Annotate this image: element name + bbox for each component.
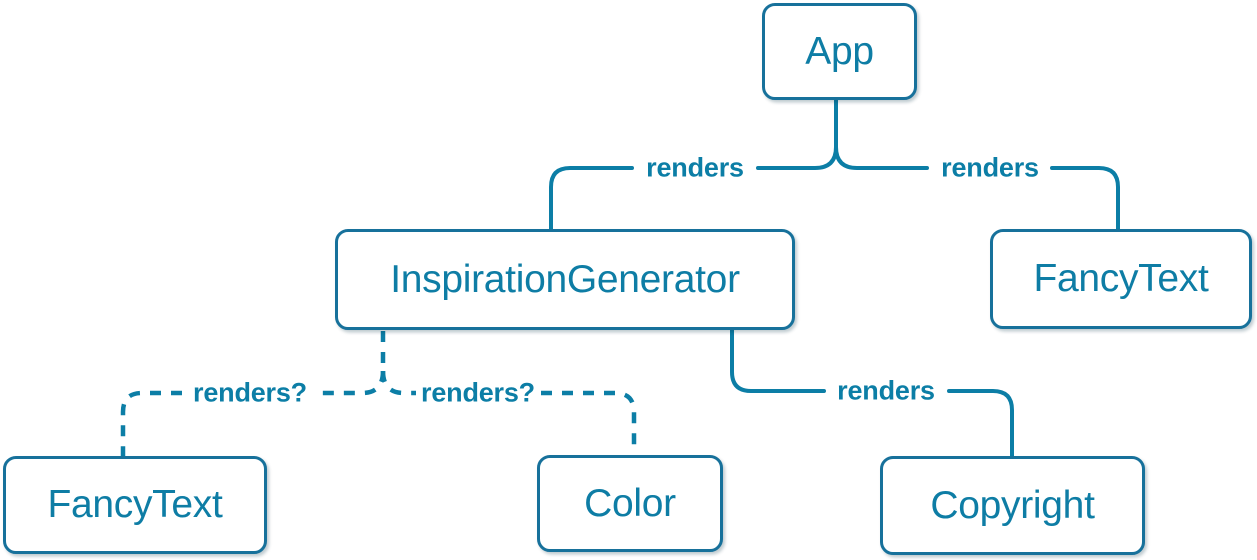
- edge-label-renders-app-inspirationgenerator: renders: [646, 152, 744, 183]
- edge-label-renders-app-fancytext: renders: [941, 152, 1039, 183]
- node-copyright: Copyright: [880, 456, 1145, 555]
- edge-inspirationgenerator-to-color-dashed-line: [380, 370, 637, 452]
- edge-label-renders-q-color: renders?: [421, 377, 535, 408]
- edge-inspirationgenerator-to-copyright-line: [730, 328, 1014, 458]
- node-fancy-text-top: FancyText: [990, 229, 1252, 329]
- node-color: Color: [537, 455, 723, 552]
- edge-label-renders-q-fancytext: renders?: [193, 377, 307, 408]
- node-inspiration-generator: InspirationGenerator: [335, 229, 795, 330]
- node-app: App: [762, 3, 917, 100]
- node-fancy-text-bottom: FancyText: [3, 456, 267, 554]
- edge-label-renders-copyright: renders: [837, 375, 935, 406]
- edge-app-to-fancytext-line: [834, 98, 1120, 231]
